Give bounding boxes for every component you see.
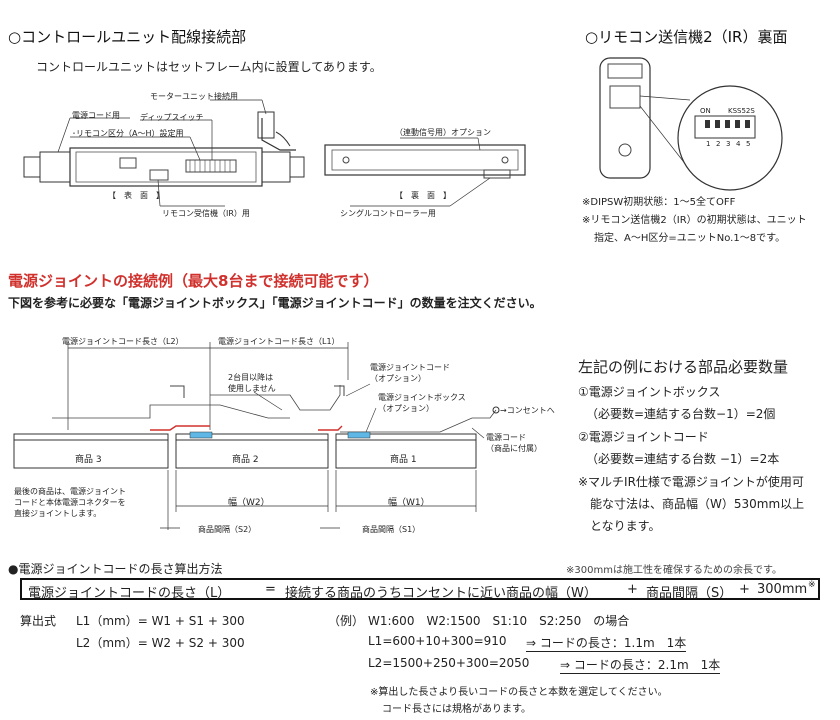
remote-note: 指定、A～H区分=ユニットNo.1～8です。 <box>594 233 786 244</box>
calc-label: 算出式 <box>20 614 57 628</box>
control-unit-front-drawing <box>23 99 526 207</box>
joint-cord-label: 電源ジョイントコード <box>370 363 450 372</box>
last-product-note: 直接ジョイントします。 <box>14 509 102 518</box>
example-label: （例） <box>328 614 365 628</box>
parts-title: 左記の例における部品必要数量 <box>578 358 789 376</box>
parts-item: ②電源ジョイントコード <box>578 430 709 444</box>
label-front: 【 表 面 】 <box>108 191 164 200</box>
formula-lhs: 電源ジョイントコードの長さ（L） <box>28 586 231 601</box>
remote-note: ※DIPSW初期状態：1～5全てOFF <box>582 197 736 208</box>
remote-note: ※リモコン送信機2（IR）の初期状態は、ユニット <box>582 215 807 226</box>
parts-item: ※マルチIR仕様で電源ジョイントが使用可 <box>578 475 804 489</box>
label-remote-class: ･リモコン区分（A～H）設定用 <box>72 129 184 138</box>
parts-item: （必要数=連結する台数 −1）=2本 <box>586 452 780 466</box>
outlet-label: →コンセントへ <box>500 406 555 415</box>
calc-heading: ●電源ジョイントコードの長さ算出方法 <box>8 562 223 576</box>
formula-term2: 商品間隔（S） <box>646 586 733 601</box>
last-product-note: 最後の商品は、電源ジョイント <box>14 487 126 496</box>
margin-note: ※300mmは施工性を確保するための余長です。 <box>566 565 782 576</box>
example-l2-result: ⇒ コードの長さ：2.1m 1本 <box>560 658 721 674</box>
formula-plus1: + <box>627 582 638 597</box>
second-unit-note: 2台目以降は <box>228 373 274 382</box>
parts-item: となります。 <box>590 519 661 533</box>
example-l1-result: ⇒ コードの長さ：1.1m 1本 <box>526 636 687 652</box>
power-cord-label: 電源コード <box>486 433 526 442</box>
formula-term1: 接続する商品のうちコンセントに近い商品の幅（W） <box>285 586 597 601</box>
parts-item: ①電源ジョイントボックス <box>578 385 721 399</box>
joint-diagram <box>13 342 500 530</box>
switch-number: 4 <box>736 140 741 148</box>
joint-box-label: 電源ジョイントボックス <box>378 393 466 402</box>
gap-s2-label: 商品間隔（S2） <box>198 525 257 534</box>
cord-l2-label: 電源ジョイントコード長さ（L2） <box>62 337 184 346</box>
calc-l2: L2（mm）= W2 + S2 + 300 <box>76 636 245 650</box>
width-w2-label: 幅（W2） <box>228 498 270 508</box>
width-w1-label: 幅（W1） <box>388 498 430 508</box>
cord-l1-label: 電源ジョイントコード長さ（L1） <box>218 337 340 346</box>
joint-heading: 電源ジョイントの接続例（最大8台まで接続可能です） <box>8 272 379 290</box>
calc-footnote: ※算出した長さより長いコードの長さと本数を選定してください。 <box>370 687 668 698</box>
label-receiver: リモコン受信機（IR）用 <box>162 209 250 218</box>
formula-mark: ※ <box>808 580 816 590</box>
label-motor: モーターユニット接続用 <box>150 92 238 101</box>
switch-brand-label: KSS52S <box>728 107 755 115</box>
remote-heading: ○リモコン送信機2（IR）裏面 <box>585 28 788 46</box>
label-interlock: （連動信号用）オプション <box>395 128 491 137</box>
joint-box-label: （オプション） <box>378 404 434 413</box>
formula-box: 電源ジョイントコードの長さ（L） = 接続する商品のうちコンセントに近い商品の幅… <box>20 578 820 601</box>
formula-plus2: + <box>739 582 750 597</box>
gap-s1-label: 商品間隔（S1） <box>362 525 421 534</box>
second-unit-note: 使用しません <box>228 384 276 393</box>
label-power-cord: 電源コード用 <box>72 111 120 120</box>
joint-subheading: 下図を参考に必要な「電源ジョイントボックス」「電源ジョイントコード」の数量を注文… <box>8 296 542 310</box>
switch-number: 1 <box>706 140 711 148</box>
example-values: W1:600 W2:1500 S1:10 S2:250 の場合 <box>368 614 630 628</box>
example-l1: L1=600+10+300=910 <box>368 634 507 648</box>
last-product-note: コードと本体電源コネクターを <box>14 498 126 507</box>
parts-item: （必要数=連結する台数−1）=2個 <box>586 407 776 421</box>
control-unit-note: コントロールユニットはセットフレーム内に設置してあります。 <box>36 60 382 74</box>
calc-footnote: コード長さには規格があります。 <box>382 704 531 715</box>
joint-cord-label: （オプション） <box>370 374 426 383</box>
switch-number: 5 <box>746 140 751 148</box>
switch-number: 3 <box>726 140 731 148</box>
product3-label: 商品 3 <box>75 455 102 465</box>
formula-term3: 300mm <box>757 582 808 597</box>
switch-on-label: ON <box>700 107 711 115</box>
product1-label: 商品 1 <box>390 455 417 465</box>
control-unit-heading: ○コントロールユニット配線接続部 <box>8 28 247 46</box>
remote-drawing <box>599 57 783 191</box>
label-single-controller: シングルコントローラー用 <box>340 209 436 218</box>
product2-label: 商品 2 <box>232 455 259 465</box>
power-cord-label: （商品に付属） <box>486 444 542 453</box>
parts-item: 能な寸法は、商品幅（W）530mm以上 <box>590 497 805 511</box>
formula-eq: = <box>265 582 276 597</box>
calc-l1: L1（mm）= W1 + S1 + 300 <box>76 614 245 628</box>
label-back: 【 裏 面 】 <box>395 191 451 200</box>
label-dip: ディップスイッチ <box>140 113 204 122</box>
example-l2: L2=1500+250+300=2050 <box>368 656 530 670</box>
switch-number: 2 <box>716 140 721 148</box>
